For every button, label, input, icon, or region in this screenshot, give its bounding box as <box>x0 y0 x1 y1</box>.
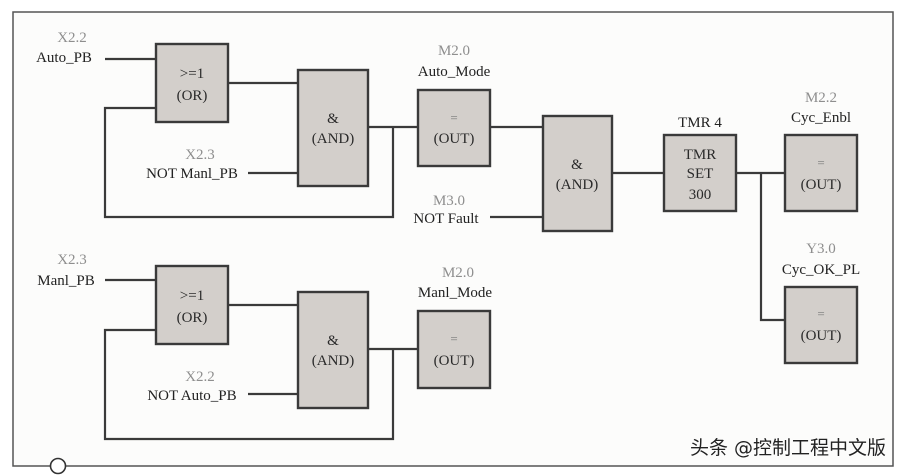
and-name: (AND) <box>312 131 355 147</box>
manl-pb-address: X2.3 <box>57 252 87 268</box>
out-symbol: = <box>450 110 457 125</box>
not-manl-pb-tag: NOT Manl_PB <box>146 166 238 182</box>
watermark-text: 头条 @控制工程中文版 <box>690 437 886 459</box>
out-symbol: = <box>450 331 457 346</box>
or-symbol: >=1 <box>180 288 204 304</box>
and-symbol: & <box>327 111 339 127</box>
or-block-rung3: >=1 (OR) <box>154 264 230 346</box>
manl-pb-tag: Manl_PB <box>37 273 95 289</box>
frame-connector-circle <box>49 457 67 475</box>
out-block-cyc-enbl: = (OUT) <box>783 133 859 213</box>
not-fault-tag: NOT Fault <box>413 211 479 227</box>
rung3-wires <box>103 278 418 441</box>
auto-pb-tag: Auto_PB <box>36 50 92 66</box>
timer-line2: SET <box>687 166 714 182</box>
manl-mode-address: M2.0 <box>442 265 474 281</box>
timer-line1: TMR <box>684 147 717 163</box>
and-name: (AND) <box>312 353 355 369</box>
rung1-wires <box>103 57 785 322</box>
not-auto-pb-address: X2.2 <box>185 369 215 385</box>
not-manl-pb-address: X2.3 <box>185 147 215 163</box>
cyc-enbl-tag: Cyc_Enbl <box>791 110 851 126</box>
and-symbol: & <box>327 333 339 349</box>
out-block-auto-mode: = (OUT) <box>416 88 492 168</box>
and-block-rung3: & (AND) <box>296 290 370 410</box>
timer-label: TMR 4 <box>678 115 722 131</box>
cyc-enbl-address: M2.2 <box>805 90 837 106</box>
out-block-manl-mode: = (OUT) <box>416 309 492 390</box>
cyc-ok-pl-tag: Cyc_OK_PL <box>782 262 860 278</box>
out-block-cyc-ok-pl: = (OUT) <box>783 285 859 365</box>
and-name: (AND) <box>556 177 599 193</box>
auto-pb-address: X2.2 <box>57 30 87 46</box>
out-name: (OUT) <box>434 131 475 147</box>
not-auto-pb-tag: NOT Auto_PB <box>147 388 236 404</box>
cyc-ok-pl-address: Y3.0 <box>806 241 836 257</box>
and-symbol: & <box>571 157 583 173</box>
or-name: (OR) <box>177 310 208 326</box>
and-block-rung1: & (AND) <box>296 68 370 188</box>
out-name: (OUT) <box>801 328 842 344</box>
or-block-rung1: >=1 (OR) <box>154 42 230 124</box>
or-symbol: >=1 <box>180 66 204 82</box>
out-symbol: = <box>817 306 824 321</box>
timer-preset: 300 <box>689 187 712 203</box>
auto-mode-address: M2.0 <box>438 43 470 59</box>
timer-block: TMR SET 300 <box>662 133 738 213</box>
out-name: (OUT) <box>801 177 842 193</box>
fault-address: M3.0 <box>433 193 465 209</box>
and-block-rung2: & (AND) <box>541 114 614 233</box>
out-symbol: = <box>817 155 824 170</box>
auto-mode-tag: Auto_Mode <box>418 64 491 80</box>
or-name: (OR) <box>177 88 208 104</box>
manl-mode-tag: Manl_Mode <box>418 285 493 301</box>
out-name: (OUT) <box>434 353 475 369</box>
